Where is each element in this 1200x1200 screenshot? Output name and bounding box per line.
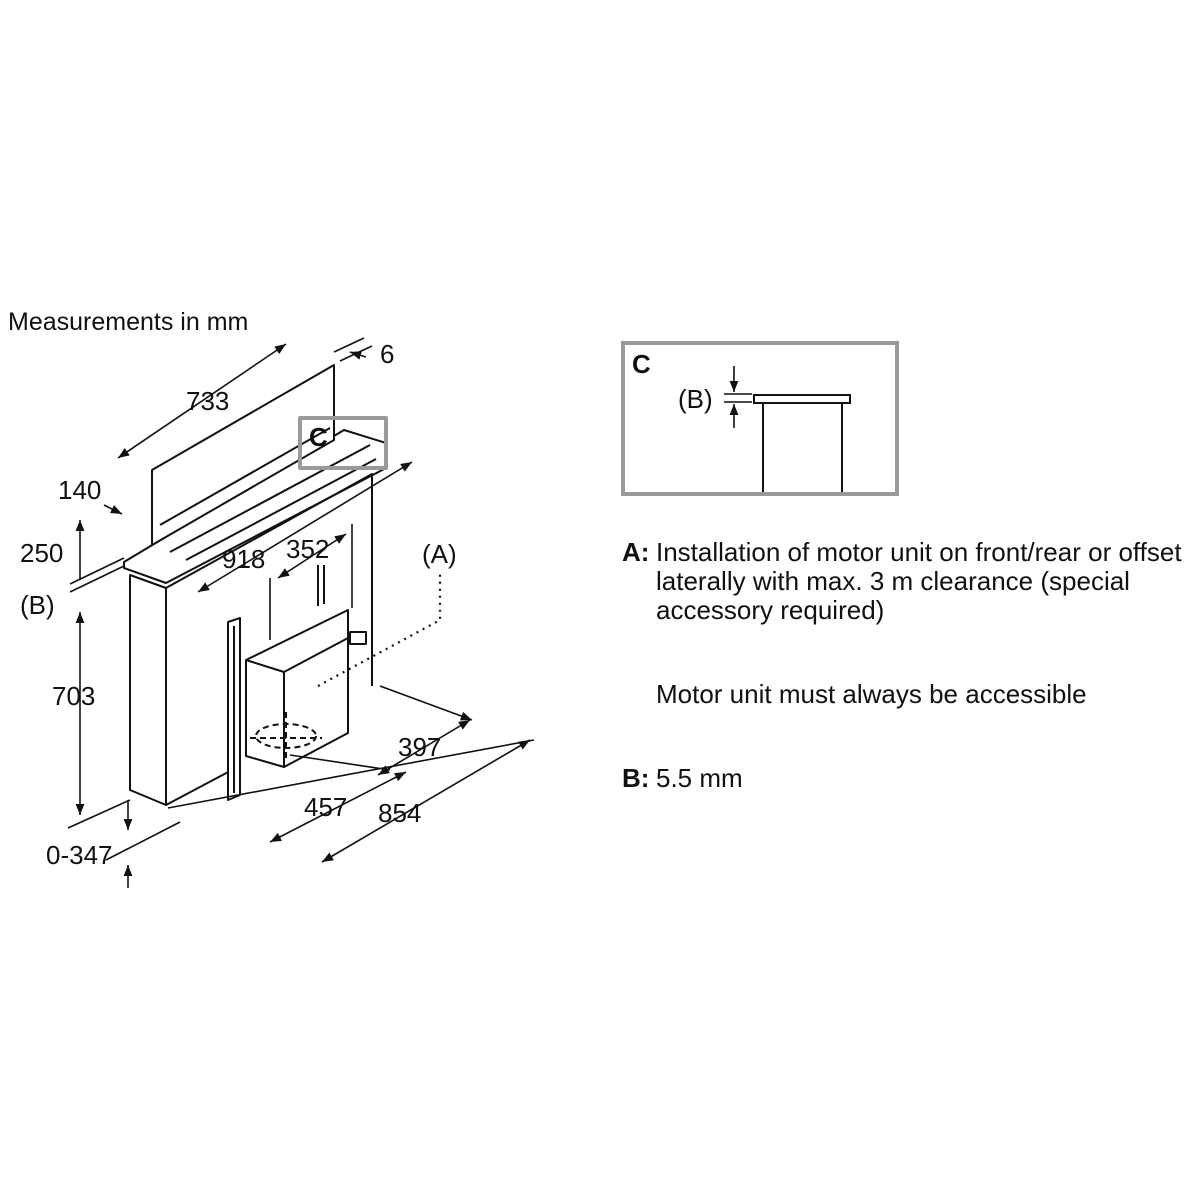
note-motor-text: Motor unit must always be accessible bbox=[656, 679, 1087, 709]
callout-c-label: C bbox=[309, 422, 328, 452]
dim-918: 918 bbox=[222, 544, 265, 574]
notes-panel: A: Installation of motor unit on front/r… bbox=[622, 538, 1182, 793]
note-a-key: A: bbox=[622, 537, 650, 567]
hood-unit bbox=[123, 364, 388, 806]
detail-worktop bbox=[753, 394, 851, 404]
dim-250: 250 bbox=[20, 538, 63, 568]
note-b-text: 5.5 mm bbox=[656, 763, 743, 793]
detail-c: C (B) bbox=[621, 341, 899, 496]
note-motor: Motor unit must always be accessible bbox=[622, 680, 1182, 709]
detail-c-frame bbox=[621, 341, 899, 496]
motor-unit bbox=[245, 609, 349, 768]
dim-140: 140 bbox=[58, 475, 101, 505]
dim-854: 854 bbox=[378, 798, 421, 828]
dim-457: 457 bbox=[304, 792, 347, 822]
dim-6: 6 bbox=[380, 339, 394, 369]
cabinet-body bbox=[129, 574, 167, 806]
detail-c-title: C bbox=[632, 349, 651, 379]
dim-733: 733 bbox=[186, 386, 229, 416]
dim-352: 352 bbox=[286, 534, 329, 564]
dimension-lines bbox=[67, 337, 535, 888]
caption: Measurements in mm bbox=[8, 308, 248, 336]
dimension-labels: 6 733 140 250 (B) 918 352 703 397 457 85… bbox=[20, 339, 457, 870]
note-b: B: 5.5 mm bbox=[622, 764, 1182, 793]
dim-0-347: 0-347 bbox=[46, 840, 113, 870]
callout-a-label: (A) bbox=[422, 539, 457, 569]
dim-b-left: (B) bbox=[20, 590, 55, 620]
note-a: A: Installation of motor unit on front/r… bbox=[622, 538, 1182, 625]
dim-703: 703 bbox=[52, 681, 95, 711]
note-a-text: Installation of motor unit on front/rear… bbox=[656, 537, 1182, 625]
note-b-key: B: bbox=[622, 763, 650, 793]
detail-b-label: (B) bbox=[678, 384, 713, 414]
dim-397: 397 bbox=[398, 732, 441, 762]
